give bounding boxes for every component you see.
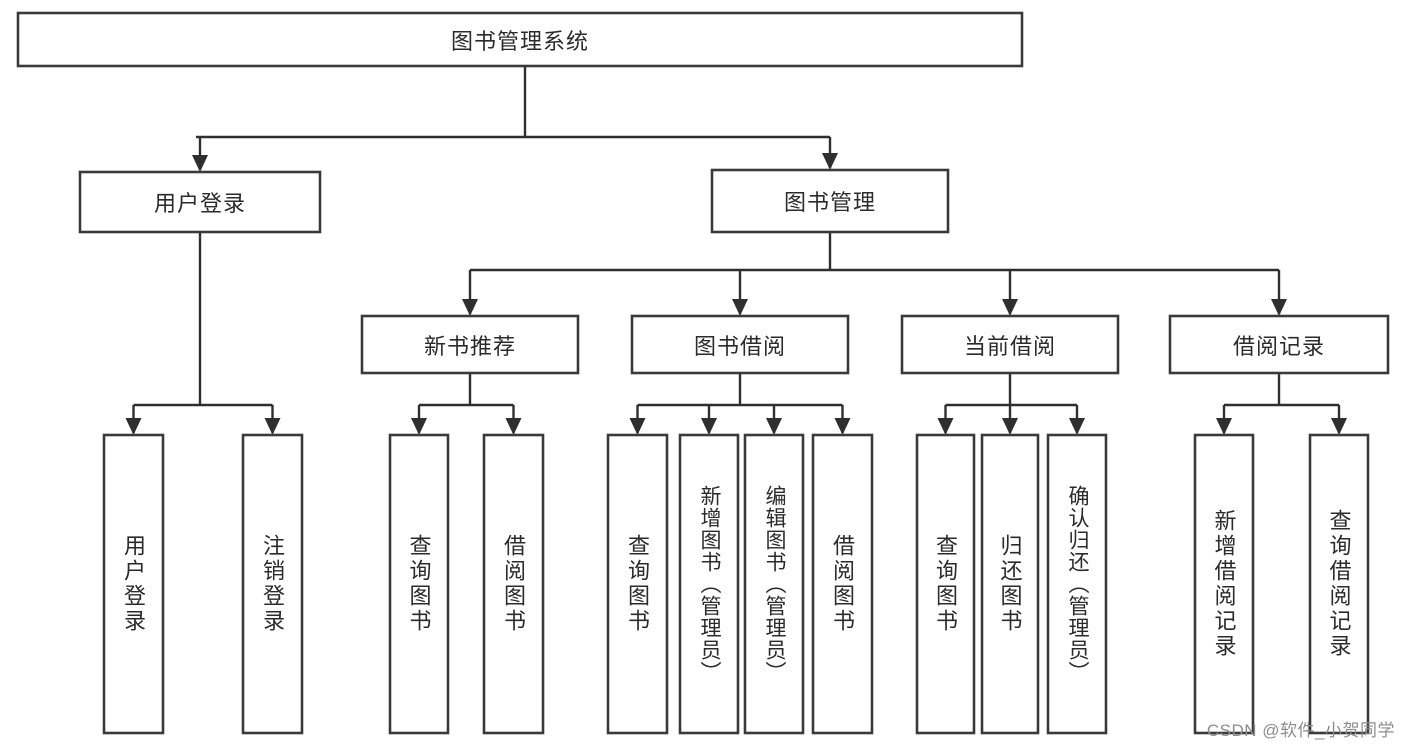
arrow-head-icon-leaf-query-book-1	[411, 418, 427, 435]
node-box-new-book-recommend[interactable]	[360, 314, 580, 375]
arrow-head-icon-leaf-query-book-2	[629, 418, 646, 435]
node-box-leaf-add-book[interactable]	[678, 433, 740, 735]
node-box-leaf-query-book-2[interactable]	[606, 433, 669, 735]
arrow-head-icon-leaf-borrow-book-2	[834, 418, 851, 435]
node-box-leaf-confirm-return[interactable]	[1046, 433, 1108, 735]
boxes-layer	[16, 11, 1390, 735]
node-box-leaf-query-book-3[interactable]	[915, 433, 976, 735]
node-box-leaf-edit-book[interactable]	[743, 433, 805, 735]
arrow-head-icon-book-manage	[822, 153, 838, 170]
connectors-layer	[125, 66, 1347, 435]
node-box-root[interactable]	[16, 11, 1024, 68]
arrow-head-icon-current-borrow	[1002, 299, 1018, 316]
arrow-head-icon-leaf-confirm-return	[1069, 418, 1085, 435]
node-box-leaf-return-book[interactable]	[980, 433, 1040, 735]
node-box-borrow-record[interactable]	[1168, 314, 1390, 375]
arrow-head-icon-leaf-user-logout	[264, 418, 281, 435]
node-box-leaf-query-record[interactable]	[1308, 433, 1370, 735]
arrow-head-icon-leaf-query-record	[1331, 418, 1347, 435]
node-box-user-login[interactable]	[78, 170, 322, 234]
node-box-leaf-user-logout[interactable]	[241, 433, 304, 735]
node-box-current-borrow[interactable]	[900, 314, 1120, 375]
node-box-book-borrow[interactable]	[630, 314, 850, 375]
arrow-head-icon-leaf-query-book-3	[937, 418, 954, 435]
arrow-head-icon-book-borrow	[732, 299, 748, 316]
arrow-head-icon-leaf-add-record	[1216, 418, 1232, 435]
arrow-head-icon-leaf-user-login	[125, 418, 142, 435]
arrow-head-icon-user-login	[192, 155, 208, 172]
node-box-book-manage[interactable]	[710, 168, 950, 234]
node-box-leaf-add-record[interactable]	[1193, 433, 1255, 735]
node-box-leaf-query-book-1[interactable]	[388, 433, 450, 735]
arrow-head-icon-new-book-recommend	[462, 299, 478, 316]
arrow-head-icon-leaf-return-book	[1002, 418, 1018, 435]
arrow-head-icon-borrow-record	[1271, 299, 1287, 316]
node-box-leaf-user-login[interactable]	[102, 433, 165, 735]
arrow-head-icon-leaf-borrow-book-1	[505, 418, 522, 435]
node-box-leaf-borrow-book-2[interactable]	[811, 433, 874, 735]
node-box-leaf-borrow-book-1[interactable]	[482, 433, 545, 735]
arrow-head-icon-leaf-edit-book	[766, 418, 782, 435]
arrow-head-icon-leaf-add-book	[701, 418, 717, 435]
